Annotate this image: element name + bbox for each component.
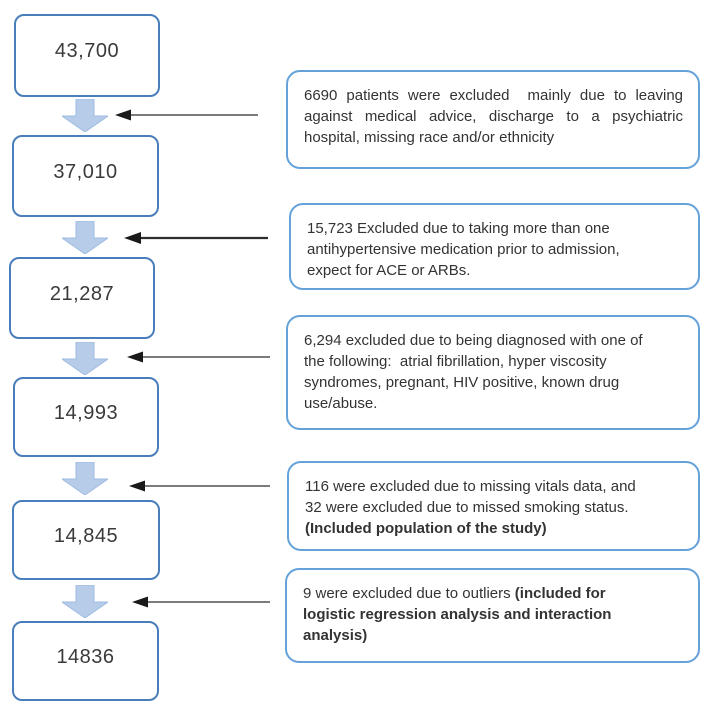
callout-text-line: expect for ACE or ARBs. xyxy=(307,262,471,279)
flow-box-total: 43,700 xyxy=(14,14,160,97)
callout-text-line: antihypertensive medication prior to adm… xyxy=(307,241,620,258)
arrow-left-icon xyxy=(127,351,270,363)
callout-text-line: 6690 patients were excluded mainly due t… xyxy=(304,87,683,104)
arrow-left-icon xyxy=(132,596,270,608)
callout-text-line: against medical advice, discharge to a p… xyxy=(304,108,683,125)
flow-box-value: 14836 xyxy=(56,645,115,668)
callout-text-line: 15,723 Excluded due to taking more than … xyxy=(307,220,610,237)
callout-text-line: 32 were excluded due to missed smoking s… xyxy=(305,499,629,516)
down-arrow-icon xyxy=(62,462,108,495)
callout-text-line: hospital, missing race and/or ethnicity xyxy=(304,129,555,146)
callout-text-line: 116 were excluded due to missing vitals … xyxy=(305,478,636,495)
callout-text-line: syndromes, pregnant, HIV positive, known… xyxy=(304,374,620,391)
flow-box-value: 43,700 xyxy=(54,40,120,62)
flow-box-step-3: 21,287 xyxy=(9,257,155,339)
callout-text-line: use/abuse. xyxy=(304,395,378,412)
callout-text-line: analysis) xyxy=(303,627,368,644)
flow-box-final: 14836 xyxy=(12,621,159,701)
down-arrow-icon xyxy=(62,585,108,618)
flow-box-step-4: 14,993 xyxy=(13,377,159,457)
arrow-left-icon xyxy=(115,109,258,121)
arrow-left-icon xyxy=(129,480,270,492)
callout-exclusion-5: 9 were excluded due to outliers (include… xyxy=(285,568,700,663)
flow-box-value: 14,845 xyxy=(53,524,119,547)
callout-exclusion-2: 15,723 Excluded due to taking more than … xyxy=(289,203,700,290)
down-arrow-icon xyxy=(62,99,108,132)
flow-box-step-2: 37,010 xyxy=(12,135,159,217)
callout-exclusion-1: 6690 patients were excluded mainly due t… xyxy=(286,70,700,169)
callout-text-line: the following: atrial fibrillation, hype… xyxy=(304,353,607,370)
callout-exclusion-3: 6,294 excluded due to being diagnosed wi… xyxy=(286,315,700,430)
flow-box-value: 21,287 xyxy=(49,282,115,305)
flow-box-included-population: 14,845 xyxy=(12,500,160,580)
flow-box-value: 37,010 xyxy=(53,160,118,183)
callout-text-line: 6,294 excluded due to being diagnosed wi… xyxy=(304,332,643,349)
callout-text-line: (Included population of the study) xyxy=(305,520,547,537)
flow-box-value: 14,993 xyxy=(53,401,119,424)
down-arrow-icon xyxy=(62,221,108,254)
callout-text-line: logistic regression analysis and interac… xyxy=(303,606,612,623)
down-arrow-icon xyxy=(62,342,108,375)
callout-text-line: 9 were excluded due to outliers (include… xyxy=(303,585,606,602)
callout-exclusion-4: 116 were excluded due to missing vitals … xyxy=(287,461,700,551)
arrow-left-icon xyxy=(124,232,268,244)
